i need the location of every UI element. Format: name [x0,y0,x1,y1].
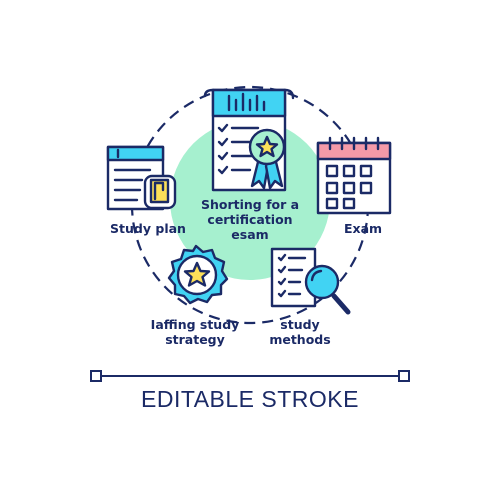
methods-label-line2: methods [269,332,331,347]
exam-label: Exam [333,221,393,236]
star-badge-icon [167,244,229,305]
center-label-line2: certification [207,212,293,227]
footer-title: EDITABLE STROKE [141,386,359,412]
strategy-label-line2: strategy [165,332,225,347]
exam-text: Exam [343,221,383,236]
footer-divider [90,370,410,382]
certificate-document-icon [203,88,295,192]
strategy-label-line1: Iaffing study [150,317,240,332]
calendar-icon [316,136,392,215]
study-plan-label: Study plan [103,221,193,236]
center-label-line3: esam [231,227,269,242]
browser-window-icon [106,145,177,211]
checklist-magnifier-icon [270,247,351,315]
center-circle [170,120,330,280]
methods-label-line1: study [280,317,320,332]
strategy-label: Iaffing study strategy [140,317,250,347]
center-label: Shorting for a certification esam [192,197,308,242]
methods-label: study methods [258,317,342,347]
study-plan-text: Study plan [110,221,186,236]
center-label-line1: Shorting for a [200,197,300,212]
